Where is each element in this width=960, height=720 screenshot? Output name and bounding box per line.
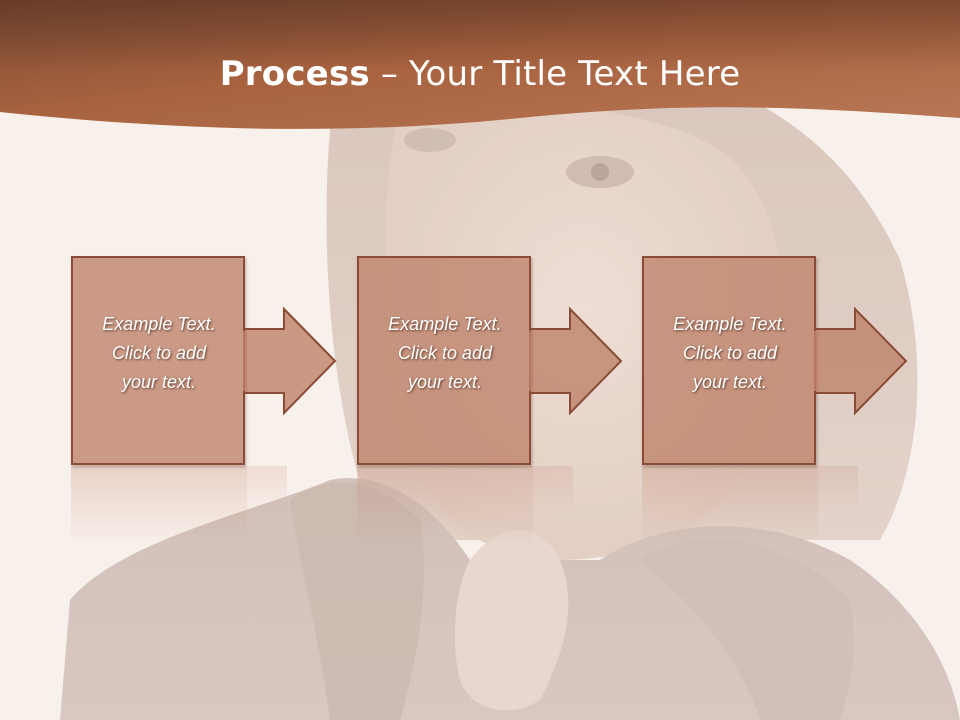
right-arrow-icon [529,306,623,416]
title-bold: Process [219,54,370,94]
step-reflection [642,466,818,546]
step-box[interactable]: Example Text. Click to add your text. [357,256,531,465]
step-text[interactable]: Example Text. Click to add your text. [388,314,502,392]
step-reflection [71,466,247,546]
header-band [0,0,960,129]
step-box[interactable]: Example Text. Click to add your text. [642,256,816,465]
step-box[interactable]: Example Text. Click to add your text. [71,256,245,465]
arrow-reflection [818,466,858,516]
right-arrow-icon [243,306,337,416]
step-reflection [357,466,533,546]
slide-title[interactable]: Process – Your Title Text Here [0,52,960,96]
right-arrow-icon [814,306,908,416]
arrow-reflection [247,466,287,516]
arrow-reflection [533,466,573,516]
title-rest: – Your Title Text Here [369,54,741,94]
step-text[interactable]: Example Text. Click to add your text. [673,314,787,392]
step-text[interactable]: Example Text. Click to add your text. [102,314,216,392]
